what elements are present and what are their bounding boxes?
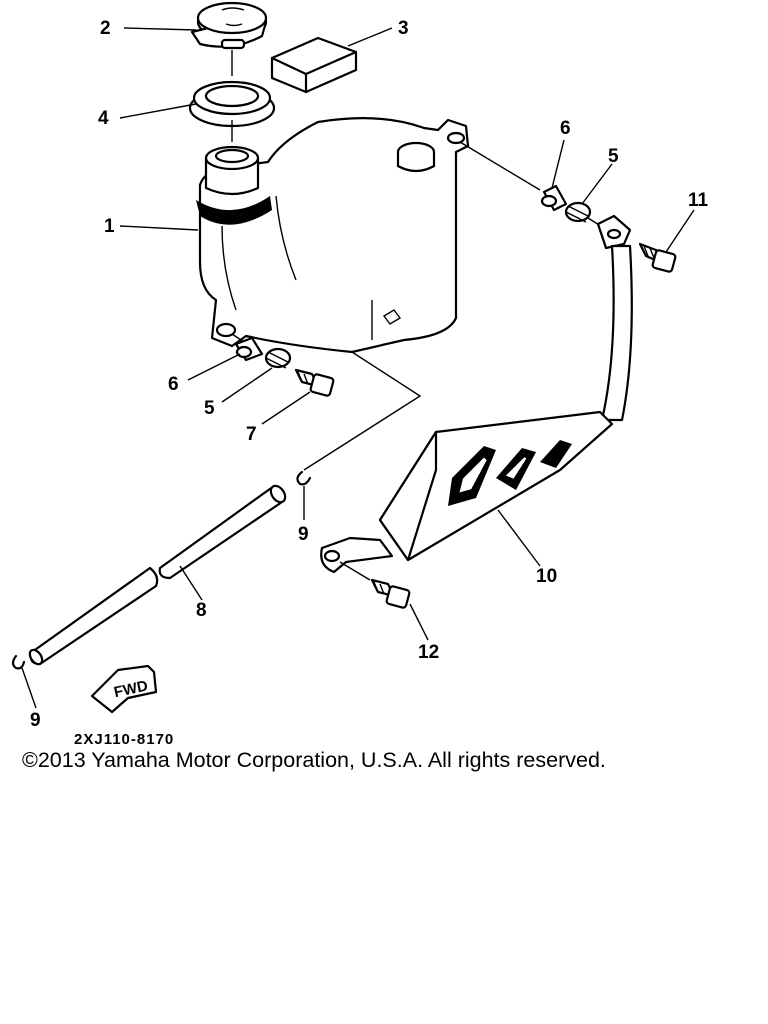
callout-7: 7 [246,424,257,445]
hose-part [28,484,287,666]
grommet-lower-part [264,347,292,369]
clip-lower-part [11,654,26,670]
leader-lines [21,27,695,709]
bracket-guard-part [320,214,633,574]
copyright-notice: ©2013 Yamaha Motor Corporation, U.S.A. A… [22,748,606,772]
callout-1: 1 [104,216,115,237]
callout-3: 3 [398,18,409,39]
fwd-label: FWD [112,677,149,701]
callout-6-upper: 6 [560,118,571,139]
callout-5-lower: 5 [204,398,215,419]
bolt-12-part [370,578,411,609]
filler-ring-part [188,80,276,128]
forward-arrow-icon: FWD [90,664,158,714]
callout-2: 2 [100,18,111,39]
part-code: 2XJ110-8170 [74,731,174,748]
callout-8: 8 [196,600,207,621]
clip-upper-part [296,470,312,486]
bolt-7-part [294,368,335,397]
tank-cap-part [190,1,268,50]
callout-12: 12 [418,642,439,663]
callout-9-lower: 9 [30,710,41,731]
collar-upper-part [540,184,568,212]
parts-exploded-diagram: FWD 2 3 4 1 6 5 11 6 5 7 9 8 10 12 9 2XJ… [11,1,709,748]
callout-10: 10 [536,566,557,587]
collar-lower-part [234,336,264,362]
grommet-upper-part [564,201,592,223]
bolt-11-part [638,242,677,273]
callout-5-upper: 5 [608,146,619,167]
callout-11: 11 [688,190,709,211]
pad-part [270,36,358,94]
callout-4: 4 [98,108,109,129]
callout-9-upper: 9 [298,524,309,545]
fuel-tank-part [196,117,470,354]
callout-6-lower: 6 [168,374,179,395]
